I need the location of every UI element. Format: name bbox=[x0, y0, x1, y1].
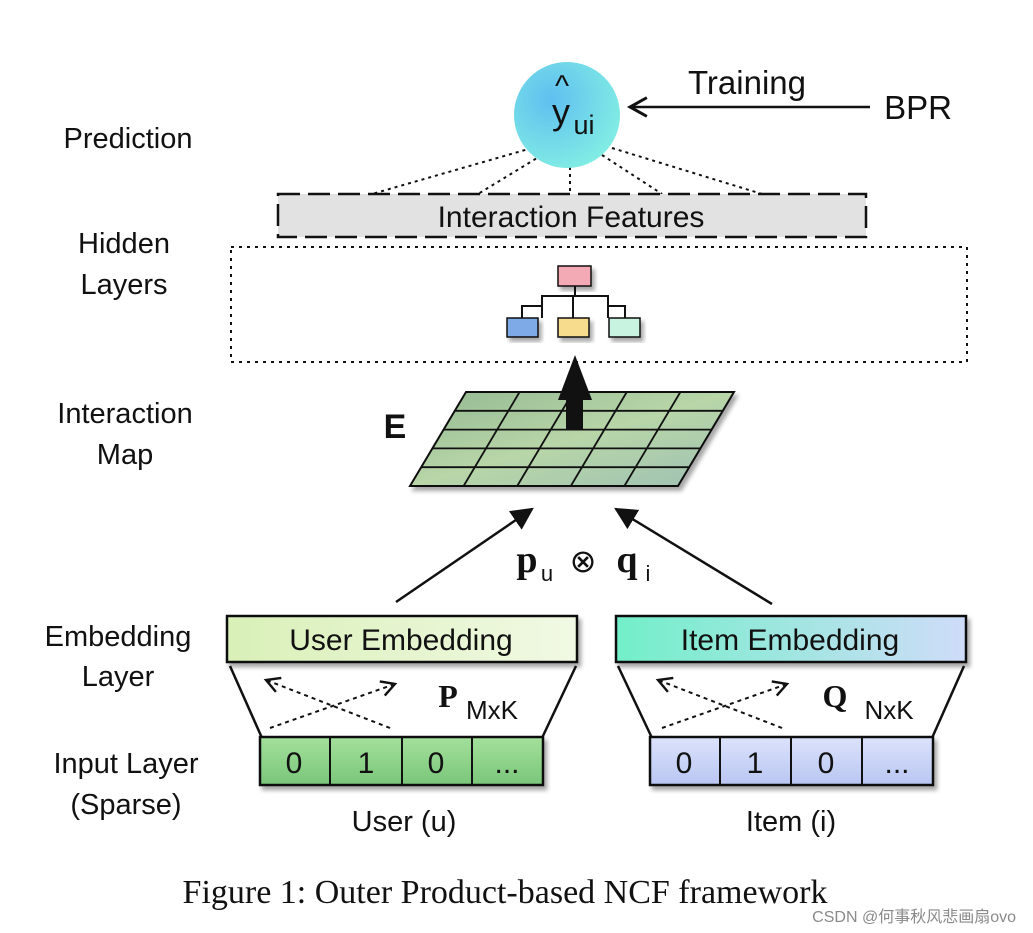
interaction-map-grid bbox=[408, 391, 736, 487]
prediction-connectors bbox=[371, 147, 763, 195]
layer-label-hidden-2: Layers bbox=[80, 269, 167, 301]
item-input-label: Item (i) bbox=[746, 806, 836, 838]
item-to-map-arrow bbox=[614, 507, 773, 606]
map-to-hidden-arrow bbox=[558, 355, 592, 430]
network-node-right bbox=[608, 317, 641, 338]
user-to-map-arrow bbox=[395, 507, 534, 604]
layer-label-interaction-1: Interaction bbox=[57, 398, 192, 430]
user-cell-3: ... bbox=[494, 747, 519, 780]
item-input-vector: 0 1 0 ... bbox=[648, 735, 935, 787]
layer-label-embedding-1: Embedding bbox=[45, 621, 192, 653]
outer-product-p: p bbox=[516, 539, 537, 581]
outer-product-operator: ⊗ bbox=[570, 543, 597, 579]
item-branch: Q NxK bbox=[616, 665, 966, 739]
user-cell-2: 0 bbox=[428, 747, 445, 780]
network-icon bbox=[506, 265, 641, 338]
item-cell-1: 1 bbox=[747, 747, 764, 780]
user-input-vector: 0 1 0 ... bbox=[258, 735, 545, 787]
outer-product-q-subscript: i bbox=[646, 561, 651, 586]
layer-label-embedding-2: Layer bbox=[82, 661, 155, 693]
outer-product-p-subscript: u bbox=[541, 561, 553, 586]
layer-label-interaction-2: Map bbox=[97, 439, 153, 471]
prediction-y: y bbox=[552, 91, 570, 132]
item-cell-2: 0 bbox=[818, 747, 835, 780]
network-node-left bbox=[506, 317, 539, 338]
prediction-node bbox=[514, 62, 620, 168]
user-embedding-box bbox=[225, 614, 579, 664]
item-embedding-box bbox=[614, 614, 968, 664]
network-node-middle bbox=[557, 317, 590, 338]
user-input-label: User (u) bbox=[352, 806, 457, 838]
user-matrix-dims: MxK bbox=[466, 695, 519, 725]
training-label: Training bbox=[688, 64, 806, 101]
outer-product-q: q bbox=[616, 539, 637, 581]
layer-label-input-2: (Sparse) bbox=[70, 789, 181, 821]
item-matrix-dims: NxK bbox=[864, 695, 914, 725]
user-embedding-label: User Embedding bbox=[289, 624, 512, 657]
interaction-features-box bbox=[276, 192, 868, 239]
user-cell-0: 0 bbox=[286, 747, 303, 780]
network-node-top bbox=[557, 265, 592, 287]
layer-label-prediction: Prediction bbox=[64, 123, 193, 155]
layer-label-hidden-1: Hidden bbox=[78, 228, 170, 260]
bpr-label: BPR bbox=[884, 89, 952, 126]
item-embedding-label: Item Embedding bbox=[681, 624, 899, 657]
user-branch: P MxK bbox=[228, 665, 578, 739]
item-cell-3: ... bbox=[884, 747, 909, 780]
interaction-map-label: E bbox=[384, 408, 407, 446]
prediction-hat: ^ bbox=[555, 70, 569, 103]
figure-caption: Figure 1: Outer Product-based NCF framew… bbox=[183, 874, 828, 911]
watermark: CSDN @何事秋风悲画扇ovo bbox=[812, 908, 1016, 926]
user-cell-1: 1 bbox=[358, 747, 375, 780]
item-cell-0: 0 bbox=[676, 747, 693, 780]
prediction-subscript: ui bbox=[573, 110, 594, 140]
interaction-features-label: Interaction Features bbox=[438, 201, 705, 234]
hidden-layers-frame bbox=[230, 246, 968, 363]
layer-label-input-1: Input Layer bbox=[53, 748, 198, 780]
item-matrix-symbol: Q bbox=[823, 678, 848, 714]
user-matrix-symbol: P bbox=[438, 678, 458, 714]
